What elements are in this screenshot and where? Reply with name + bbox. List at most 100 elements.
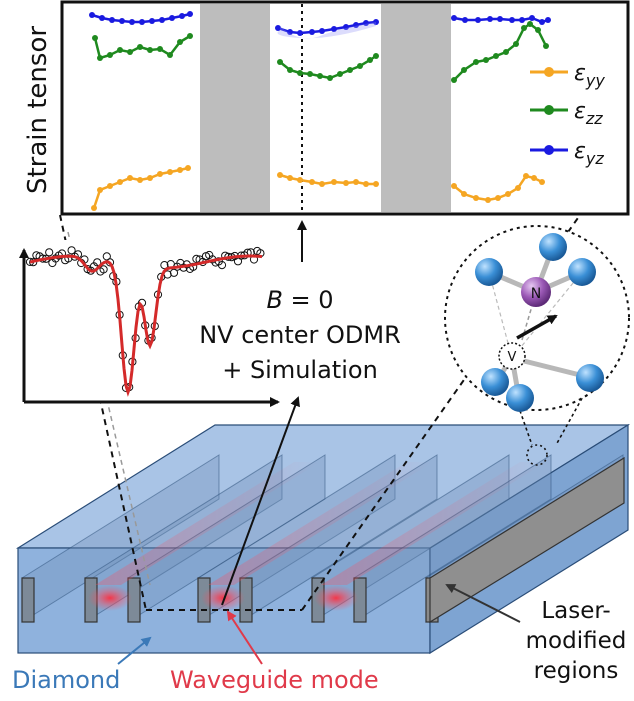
- yy-seg-3: [453, 174, 543, 202]
- nitrogen-label: N: [531, 286, 541, 302]
- legend-marker-zz: [544, 105, 554, 115]
- yy-seg-3-point: [515, 185, 521, 191]
- inset-connector-right: [555, 329, 621, 446]
- odmr-point: [29, 258, 38, 267]
- yz-seg-1-point: [159, 17, 165, 23]
- yy-seg-3-point: [495, 195, 501, 201]
- zz-seg-3-point: [493, 53, 499, 59]
- zz-seg-2-point: [357, 63, 363, 69]
- legend-marker-yz: [544, 145, 554, 155]
- carbon-atom-1: [475, 258, 503, 286]
- slab-face-1: [21, 577, 35, 623]
- bottom-labels: Diamond Waveguide mode Laser- modified r…: [12, 584, 627, 694]
- yy-seg-1-point: [177, 167, 183, 173]
- odmr-point: [45, 248, 54, 257]
- yz-seg-3-point: [509, 17, 515, 23]
- yy-seg-3-point: [461, 191, 467, 197]
- zz-seg-1-point: [147, 47, 153, 53]
- vacancy-label: V: [508, 350, 517, 365]
- zz-seg-2-point: [317, 73, 323, 79]
- legend-marker-yy: [544, 67, 554, 77]
- nitrogen-atom: [521, 277, 551, 307]
- inset-connector-left: [511, 387, 533, 446]
- laser-label-3: regions: [534, 658, 619, 684]
- waveguide-arrow: [226, 610, 263, 665]
- waveguide-spot-2: [201, 585, 245, 611]
- gray-region-2: [381, 4, 451, 212]
- yy-seg-2: [279, 173, 376, 186]
- yz-seg-2-point: [343, 24, 349, 30]
- yz-seg-2-point: [287, 29, 293, 35]
- odmr-plot: [19, 240, 280, 407]
- zz-seg-3-point: [535, 27, 541, 33]
- zz-seg-2-point: [337, 71, 343, 77]
- zz-seg-2-point: [327, 75, 333, 81]
- arrow-to-text: [221, 396, 300, 606]
- yy-seg-1-point: [167, 169, 173, 175]
- zoom-gray-line: [67, 231, 151, 586]
- legend-label-zz: εzz: [574, 99, 603, 128]
- yy-seg-1-point: [117, 179, 123, 185]
- zz-seg-2-point: [347, 67, 353, 73]
- yz-error-band: [277, 22, 376, 39]
- yy-seg-3-point: [539, 179, 545, 185]
- yz-seg-3-point: [529, 15, 535, 21]
- waveguide-beam-2: [208, 462, 433, 585]
- inset-source-circle: [526, 444, 548, 466]
- yy-seg-1-point: [97, 187, 103, 193]
- yy-seg-3-point: [531, 175, 537, 181]
- carbon-atom-6: [576, 364, 604, 392]
- zz-seg-2-point: [287, 67, 293, 73]
- yy-seg-3-point: [523, 173, 529, 179]
- zz-seg-2-point: [373, 53, 379, 59]
- zz-seg-2-point: [297, 70, 303, 76]
- zz-seg-1-point: [137, 44, 143, 50]
- zz-seg-1-point: [107, 52, 113, 58]
- yz-seg-3-point: [475, 17, 481, 23]
- simulation-label: + Simulation: [222, 356, 378, 384]
- yy-seg-2-point: [353, 179, 359, 185]
- center-text: B = 0 NV center ODMR + Simulation: [199, 286, 401, 384]
- zz-seg-3-point: [521, 25, 527, 31]
- strain-curves: [89, 11, 551, 211]
- yy-seg-2-point: [331, 179, 337, 185]
- yy-seg-2-point: [309, 179, 315, 185]
- yz-seg-3: [453, 16, 549, 24]
- inner-dashed-2: [511, 271, 583, 359]
- odmr-point: [160, 261, 169, 270]
- yz-seg-2-point: [297, 30, 303, 36]
- laser-label-1: Laser-: [541, 598, 610, 624]
- zz-seg-1-point: [97, 55, 103, 61]
- zz-seg-1-point: [92, 35, 98, 41]
- yy-seg-1-point: [157, 171, 163, 177]
- waveguide-beam-3: [321, 462, 546, 585]
- zz-seg-3-point: [473, 59, 479, 65]
- gray-region-1: [200, 4, 270, 212]
- zz-seg-2-point: [277, 59, 283, 65]
- odmr-label: NV center ODMR: [199, 321, 401, 349]
- yz-seg-1-point: [89, 12, 95, 18]
- yz-seg-2-point: [373, 19, 379, 25]
- zz-seg-3-point: [461, 67, 467, 73]
- inner-dashed-1: [488, 271, 513, 359]
- yz-seg-3-point: [497, 16, 503, 22]
- zz-seg-1-point: [177, 39, 183, 45]
- yy-seg-2-point: [287, 175, 293, 181]
- carbon-atom-5: [506, 384, 534, 412]
- zz-seg-3-point: [513, 41, 519, 47]
- yy-seg-1-point: [185, 165, 191, 171]
- carbon-atom-3: [568, 258, 596, 286]
- yy-seg-3-point: [505, 191, 511, 197]
- nv-axis-arrow: [516, 314, 558, 340]
- yz-seg-1-point: [139, 19, 145, 25]
- yy-seg-2-point: [373, 181, 379, 187]
- yz-seg-3-point: [519, 17, 525, 23]
- n-v-dashed-line: [521, 305, 533, 341]
- yy-seg-1-point: [137, 177, 143, 183]
- zz-seg-1-point: [157, 46, 163, 52]
- yy-seg-1-point: [107, 183, 113, 189]
- yz-seg-1-point: [179, 13, 185, 19]
- laser-label-2: modified: [526, 628, 627, 654]
- yz-seg-2-point: [319, 28, 325, 34]
- odmr-fit-curve: [29, 254, 263, 397]
